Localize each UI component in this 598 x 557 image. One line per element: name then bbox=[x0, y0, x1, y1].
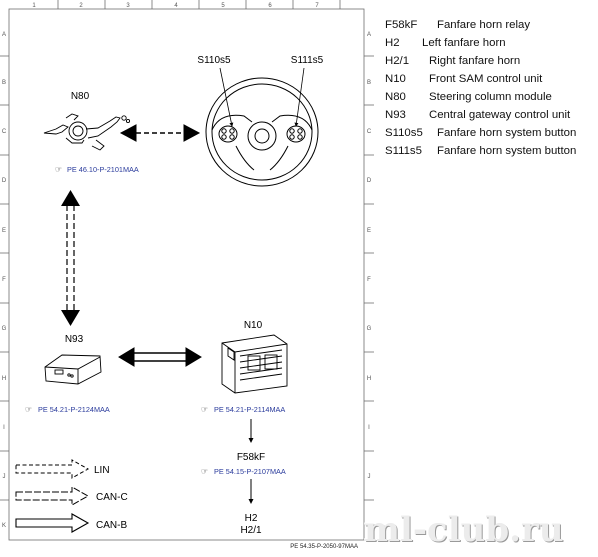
label-s111s5: S111s5 bbox=[291, 55, 324, 66]
legend-row: N10 Front SAM control unit bbox=[385, 70, 576, 88]
label-n80: N80 bbox=[71, 91, 90, 102]
lin-link-n80-wheel bbox=[119, 124, 201, 142]
bus-legend-canc-arrow bbox=[15, 486, 90, 506]
n80-ref-icon: ☞ bbox=[55, 165, 62, 174]
row-label: A bbox=[2, 32, 6, 38]
bus-legend-lin-arrow bbox=[15, 459, 90, 479]
col-label: 4 bbox=[174, 3, 178, 9]
row-label-right: F bbox=[367, 277, 371, 283]
grid-labels: 1 2 3 4 5 6 7 A B C D E F G H I J K A B … bbox=[2, 3, 372, 529]
row-label: E bbox=[2, 228, 6, 234]
component-legend: F58kF Fanfare horn relay H2 Left fanfare h… bbox=[385, 16, 576, 160]
legend-desc: Steering column module bbox=[429, 91, 552, 103]
row-label: K bbox=[2, 523, 6, 529]
legend-row: H2 Left fanfare horn bbox=[385, 34, 576, 52]
n93-ref-icon: ☞ bbox=[25, 405, 32, 414]
row-label: J bbox=[3, 474, 6, 480]
row-label-right: G bbox=[367, 326, 372, 332]
label-n93: N93 bbox=[65, 334, 84, 345]
central-gateway-drawing bbox=[44, 354, 102, 385]
legend-row: H2/1 Right fanfare horn bbox=[385, 52, 576, 70]
bus-legend-lin-label: LIN bbox=[94, 465, 110, 476]
legend-code: N10 bbox=[385, 73, 406, 85]
frame-border bbox=[8, 8, 365, 541]
steering-wheel-drawing bbox=[205, 77, 319, 187]
row-label: H bbox=[2, 376, 6, 382]
label-h2: H2 bbox=[245, 513, 258, 524]
row-label: G bbox=[2, 326, 7, 332]
legend-desc: Left fanfare horn bbox=[422, 37, 506, 49]
legend-code: H2/1 bbox=[385, 55, 410, 67]
legend-row: F58kF Fanfare horn relay bbox=[385, 16, 576, 34]
legend-code: N93 bbox=[385, 109, 406, 121]
col-label: 1 bbox=[32, 3, 36, 9]
legend-row: N93 Central gateway control unit bbox=[385, 106, 576, 124]
row-label: I bbox=[3, 425, 5, 431]
row-label: D bbox=[2, 178, 7, 184]
row-label-right: D bbox=[367, 178, 372, 184]
label-s110s5: S110s5 bbox=[197, 55, 231, 66]
row-label-right: K bbox=[367, 523, 371, 529]
col-label: 2 bbox=[79, 3, 83, 9]
row-label-right: C bbox=[367, 129, 372, 135]
n10-ref-icon: ☞ bbox=[201, 405, 208, 414]
legend-desc: Right fanfare horn bbox=[429, 55, 521, 67]
bus-legend-canc-label: CAN-C bbox=[96, 492, 128, 503]
row-label-right: E bbox=[367, 228, 371, 234]
row-label: C bbox=[2, 129, 7, 135]
f58kf-ref-link[interactable]: PE 54.15-P-2107MAA bbox=[214, 467, 286, 476]
label-n10: N10 bbox=[244, 320, 263, 331]
n10-ref-link[interactable]: PE 54.21-P-2114MAA bbox=[214, 405, 285, 414]
legend-code: S111s5 bbox=[385, 145, 422, 157]
front-sam-drawing bbox=[221, 334, 288, 394]
steering-column-module-drawing bbox=[43, 113, 131, 151]
row-label-right: H bbox=[367, 376, 371, 382]
legend-desc: Fanfare horn system button bbox=[437, 145, 577, 157]
bus-legend-canb-label: CAN-B bbox=[96, 520, 127, 531]
grid-ticks bbox=[0, 0, 374, 501]
legend-desc: Front SAM control unit bbox=[429, 73, 543, 85]
row-label-right: I bbox=[368, 425, 370, 431]
leader-s111s5 bbox=[294, 67, 305, 127]
row-label: B bbox=[2, 80, 6, 86]
legend-code: N80 bbox=[385, 91, 406, 103]
f58kf-ref-icon: ☞ bbox=[201, 467, 208, 476]
bus-legend-canb-arrow bbox=[15, 513, 90, 533]
n80-ref-link[interactable]: PE 46.10-P-2101MAA bbox=[67, 165, 139, 174]
legend-desc: Fanfare horn relay bbox=[437, 19, 531, 31]
row-label-right: A bbox=[367, 32, 371, 38]
col-label: 3 bbox=[126, 3, 130, 9]
canc-link-n80-n93 bbox=[61, 190, 80, 326]
legend-code: S110s5 bbox=[385, 127, 423, 139]
wiring-diagram-frame: 1 2 3 4 5 6 7 A B C D E F G H I J K A B … bbox=[0, 0, 374, 550]
leader-s110s5 bbox=[219, 67, 234, 127]
row-label-right: B bbox=[367, 80, 371, 86]
label-f58kf: F58kF bbox=[237, 452, 265, 463]
legend-code: F58kF bbox=[385, 19, 418, 31]
legend-desc: Central gateway control unit bbox=[429, 109, 571, 121]
legend-code: H2 bbox=[385, 37, 400, 49]
label-h2-1: H2/1 bbox=[240, 525, 262, 536]
col-label: 6 bbox=[268, 3, 272, 9]
watermark: ml-club.ru bbox=[364, 510, 564, 550]
legend-row: S110s5 Fanfare horn system button bbox=[385, 124, 576, 142]
n93-ref-link[interactable]: PE 54.21-P-2124MAA bbox=[38, 405, 110, 414]
row-label-right: J bbox=[368, 474, 371, 480]
legend-row: N80 Steering column module bbox=[385, 88, 576, 106]
row-label: F bbox=[2, 277, 6, 283]
document-code: PE 54.35-P-2050-97MAA bbox=[290, 544, 358, 550]
legend-desc: Fanfare horn system button bbox=[437, 127, 577, 139]
canb-link-n93-n10 bbox=[118, 347, 202, 367]
col-label: 7 bbox=[315, 3, 319, 9]
legend-row: S111s5 Fanfare horn system button bbox=[385, 142, 576, 160]
col-label: 5 bbox=[221, 3, 225, 9]
